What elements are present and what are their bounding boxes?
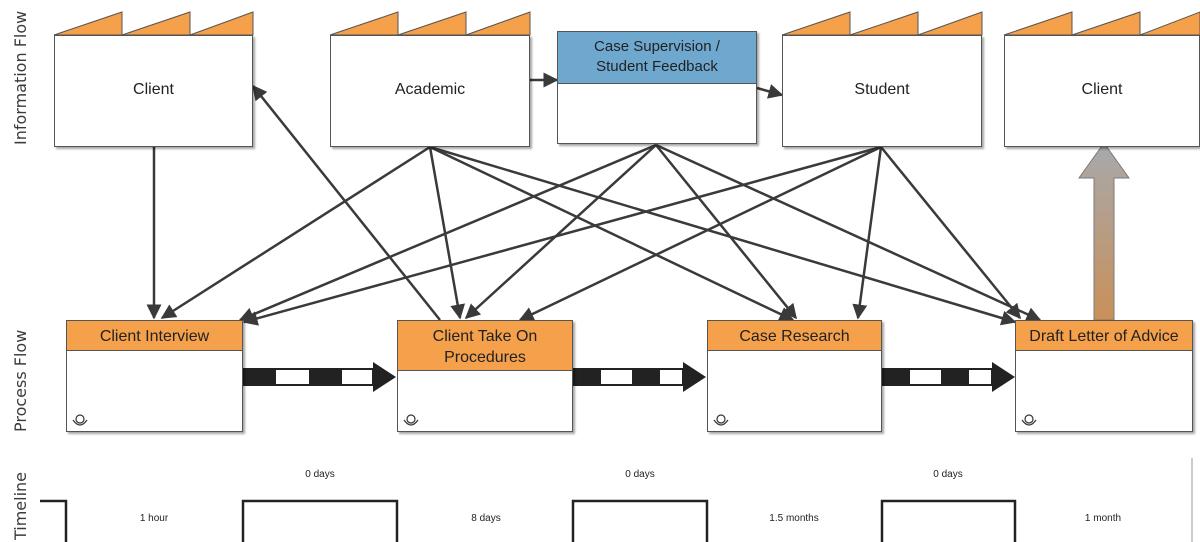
push-arrow-3 [881,362,1015,392]
process-box-case-research: Case Research [707,320,882,432]
arrow-case-to-student [756,84,784,99]
process-title-line1: Client Take On [432,328,538,345]
arrow-case-to-interview [238,143,657,322]
arrow-academic-to-research [429,145,795,322]
operator-icon [72,414,88,426]
process-box-client-take-on: Client Take On Procedures [397,320,573,432]
push-arrow-1 [242,362,396,392]
process-title-draft-letter: Draft Letter of Advice [1016,321,1192,351]
process-title-client-interview: Client Interview [67,321,242,351]
arrow-academic-to-interview [160,145,431,320]
factory-roofs [53,11,1200,36]
arrow-student-to-letter [880,146,1021,320]
academic-box: Academic [330,35,530,147]
student-box: Student [782,35,982,147]
process-title-line2: Procedures [444,349,526,366]
arrow-student-to-interview [242,145,882,326]
case-supervision-box: Case Supervision / Student Feedback [557,31,757,144]
arrow-student-to-research [852,146,883,320]
process-title-case-research: Case Research [708,321,881,351]
client-right-box: Client [1004,35,1200,147]
process-box-client-interview: Client Interview [66,320,243,432]
process-box-draft-letter: Draft Letter of Advice [1015,320,1193,432]
arrow-student-to-take-on [518,145,882,322]
process-title-line1: Draft Letter of Advice [1029,328,1179,345]
operator-icon [713,414,729,426]
wait-time-3: 0 days [933,469,963,480]
client-left-label: Client [133,81,174,98]
process-time-1: 1 hour [139,513,169,524]
arrow-case-to-take-on [464,144,657,320]
arrow-academic-to-letter [429,145,1017,326]
case-supervision-line1: Case Supervision / [594,38,720,55]
operator-icon [1021,414,1037,426]
process-time-4: 1 month [1084,513,1122,524]
academic-label: Academic [394,81,466,98]
push-arrow-2 [572,362,706,392]
wait-time-1: 0 days [305,469,335,480]
shipment-arrow [1078,142,1130,321]
student-label: Student [854,81,910,98]
client-left-box: Client [54,35,253,147]
arrow-case-to-research [655,144,797,320]
process-title-line1: Client Interview [99,328,210,345]
case-supervision-header: Case Supervision / Student Feedback [558,32,756,84]
process-time-3: 1.5 months [769,513,819,524]
process-time-2: 8 days [471,513,501,524]
arrow-take-on-to-client [252,84,441,321]
arrow-case-to-letter [655,143,1042,322]
process-title-line1: Case Research [739,328,850,345]
timeline-ladder [40,499,1017,542]
wait-time-2: 0 days [625,469,655,480]
process-title-client-take-on: Client Take On Procedures [398,321,572,371]
operator-icon [403,414,419,426]
client-right-label: Client [1081,81,1123,98]
case-supervision-line2: Student Feedback [596,58,718,75]
